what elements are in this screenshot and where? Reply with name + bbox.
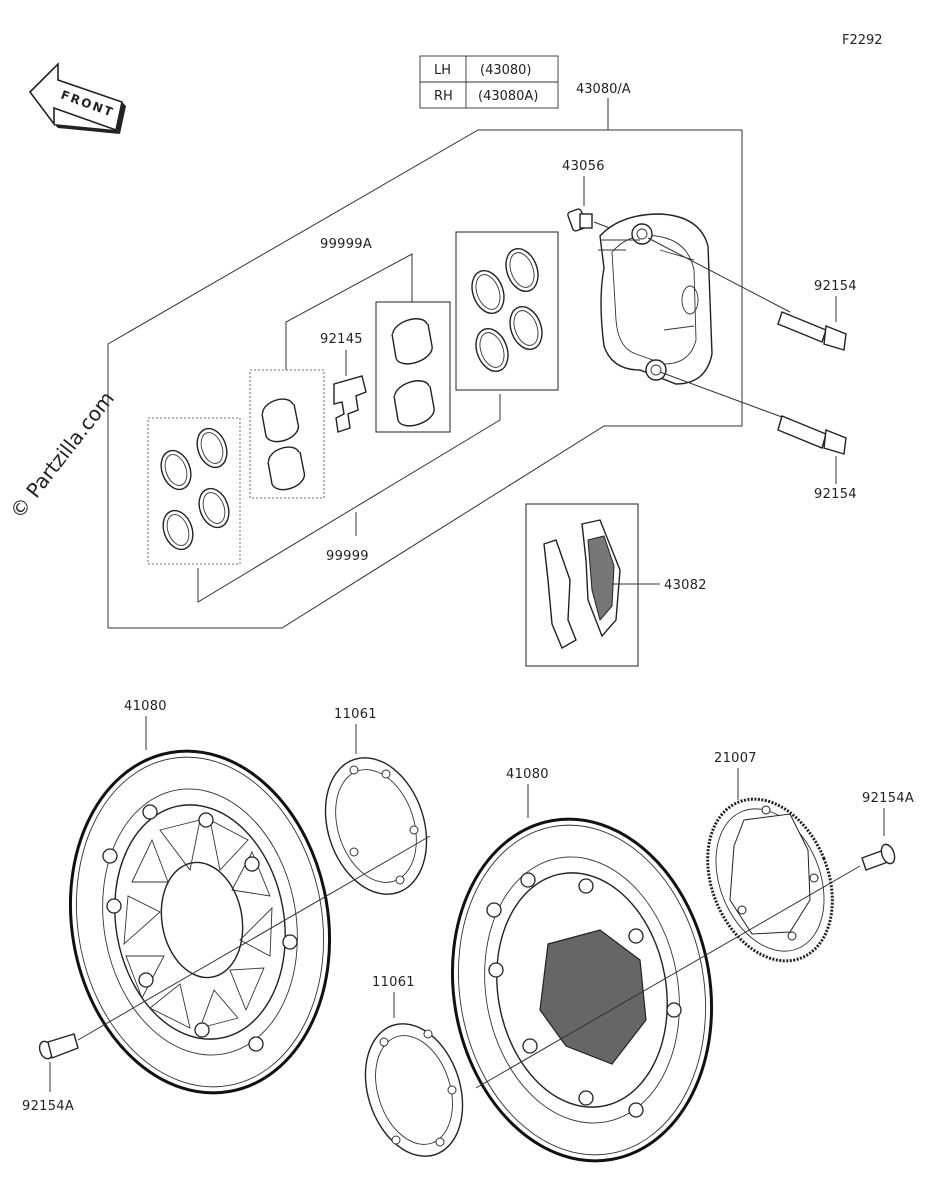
label-99999: 99999 [326, 549, 369, 564]
variant-code-lh: (43080) [480, 63, 532, 78]
disc-bolt-right [861, 843, 896, 871]
brake-disc-right [450, 817, 714, 1163]
variant-side-lh: LH [434, 63, 451, 78]
brake-disc-left [68, 749, 332, 1095]
label-92145: 92145 [320, 332, 363, 347]
brake-pad-set [525, 503, 639, 667]
label-99999a: 99999A [320, 237, 372, 252]
seal-ring-set-right [455, 231, 559, 391]
label-21007: 21007 [714, 751, 757, 766]
caliper-bolt-upper [777, 311, 847, 351]
caliper-bolt-lower [777, 415, 847, 455]
caliper-assembly-outline [107, 129, 743, 629]
abs-rotor-sensor-ring [706, 797, 834, 963]
piston-set-b [375, 301, 451, 433]
label-43082: 43082 [664, 578, 707, 593]
pad-spring [333, 375, 367, 433]
label-11061-lower: 11061 [372, 975, 415, 990]
label-41080-left: 41080 [124, 699, 167, 714]
label-92154a-left: 92154A [22, 1099, 74, 1114]
watermark: © Partzilla.com [5, 387, 119, 523]
label-43080-a: 43080/A [576, 82, 631, 97]
shim-ring-upper [324, 757, 428, 895]
label-92154-upper: 92154 [814, 279, 857, 294]
figure-code: F2292 [842, 33, 883, 48]
bleeder-valve [567, 208, 593, 232]
front-arrow-icon: FRONT [28, 62, 126, 134]
variant-code-rh: (43080A) [478, 89, 538, 104]
disc-bolt-left [38, 1033, 79, 1060]
label-41080-right: 41080 [506, 767, 549, 782]
variant-side-rh: RH [434, 89, 453, 104]
label-92154a-right: 92154A [862, 791, 914, 806]
label-92154-lower: 92154 [814, 487, 857, 502]
label-11061-upper: 11061 [334, 707, 377, 722]
brake-caliper [598, 213, 713, 385]
seal-ring-set-left [147, 417, 241, 565]
variant-table: LH (43080) RH (43080A) [419, 55, 559, 109]
shim-ring-lower [364, 1023, 464, 1157]
label-43056: 43056 [562, 159, 605, 174]
piston-set-a [249, 369, 325, 499]
